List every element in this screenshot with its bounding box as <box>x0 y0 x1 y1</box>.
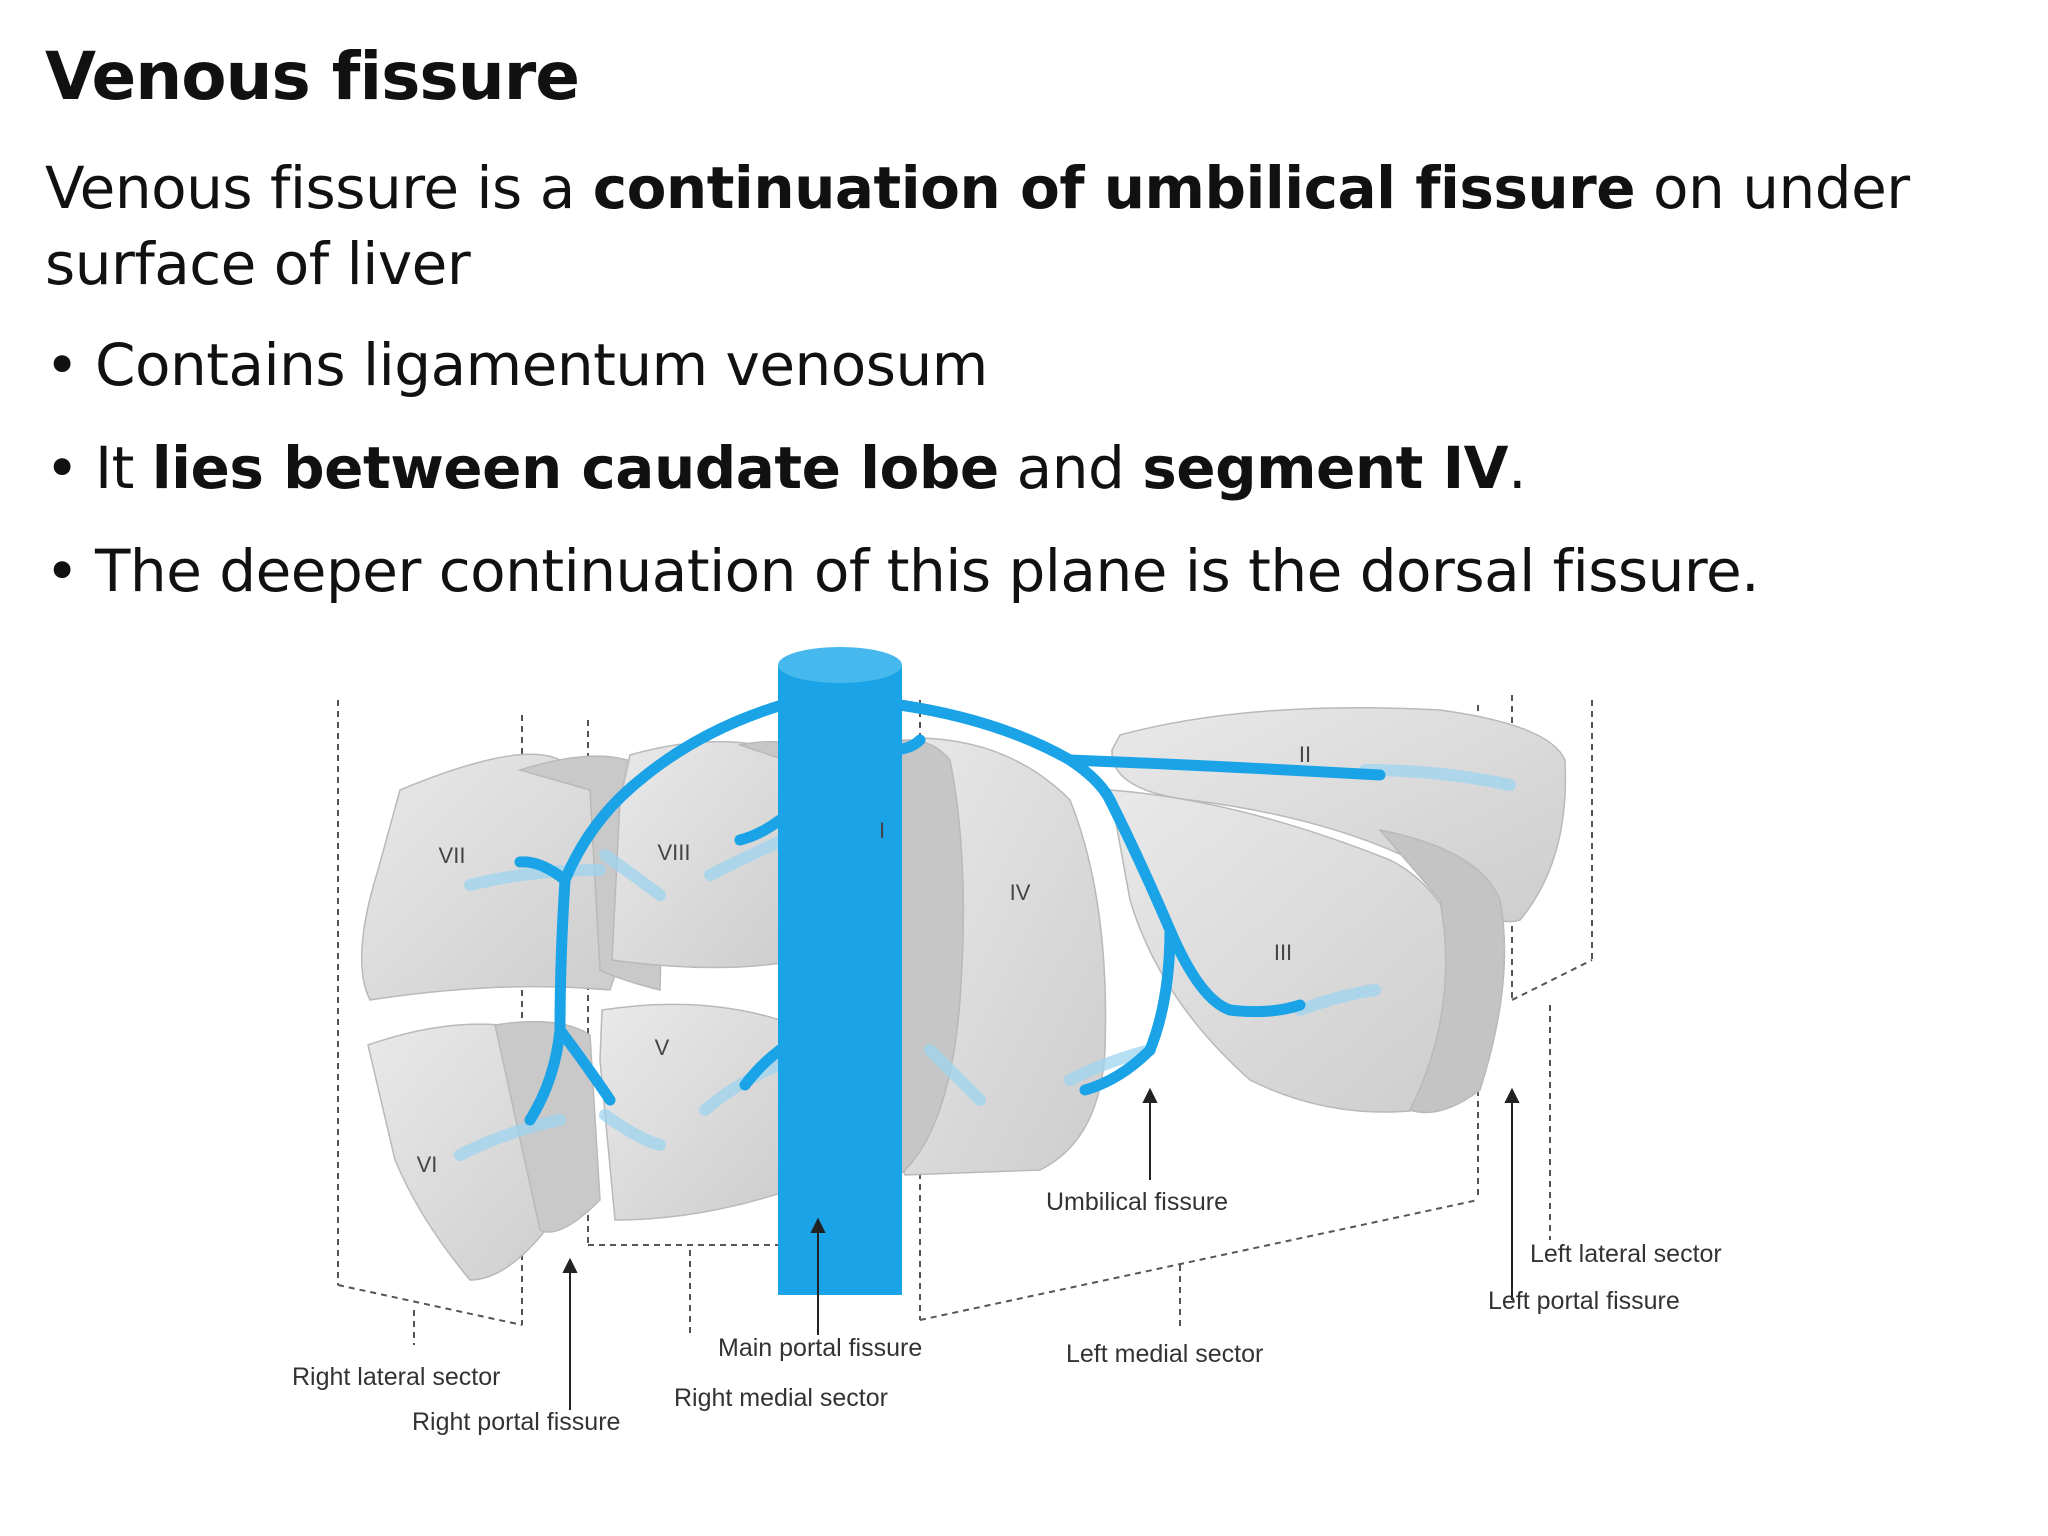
label-umbilical-fissure: Umbilical fissure <box>1046 1188 1228 1216</box>
bullet-marker: • <box>45 537 79 605</box>
bullet-item-dorsal: •The deeper continuation of this plane i… <box>45 533 1760 609</box>
bullet-marker: • <box>45 331 79 399</box>
label-main-portal-fissure: Main portal fissure <box>718 1334 922 1362</box>
intro-paragraph: Venous fissure is a continuation of umbi… <box>45 150 1910 302</box>
segment-label-vi: VI <box>417 1152 438 1177</box>
intro-text-1: Venous fissure is a <box>45 154 593 222</box>
slide-title: Venous fissure <box>45 38 580 115</box>
label-right-portal-fissure: Right portal fissure <box>412 1408 620 1436</box>
pointer-arrows <box>562 1087 1520 1410</box>
intro-bold-text: continuation of umbilical fissure <box>592 154 1636 222</box>
segment-iii-face <box>1378 828 1506 1114</box>
intro-text-2: on under <box>1635 154 1910 222</box>
segment-label-ii: II <box>1299 742 1311 767</box>
segment-label-iv: IV <box>1010 880 1031 905</box>
bullet-bold-segment: segment IV <box>1142 434 1509 502</box>
bullet-marker: • <box>45 434 79 502</box>
bullet-text: and <box>998 434 1143 502</box>
segment-label-viii: VIII <box>657 840 690 865</box>
label-left-lateral-sector: Left lateral sector <box>1530 1240 1722 1268</box>
label-right-lateral-sector: Right lateral sector <box>292 1363 500 1391</box>
bullet-text: It <box>95 434 152 502</box>
bullet-bold-caudate: lies between caudate lobe <box>151 434 999 502</box>
hepatic-veins <box>514 699 1386 1126</box>
label-left-portal-fissure: Left portal fissure <box>1488 1287 1680 1315</box>
label-left-medial-sector: Left medial sector <box>1066 1340 1263 1368</box>
label-right-medial-sector: Right medial sector <box>674 1384 888 1412</box>
bullet-item-location: •It lies between caudate lobe and segmen… <box>45 430 1526 506</box>
bullet-item-ligamentum: •Contains ligamentum venosum <box>45 327 988 403</box>
intro-text-3: surface of liver <box>45 230 471 298</box>
bullet-text: . <box>1508 434 1526 502</box>
segment-label-iii: III <box>1274 940 1292 965</box>
segment-label-vii: VII <box>439 843 466 868</box>
segment-label-v: V <box>655 1035 670 1060</box>
segment-v-block <box>599 1003 791 1221</box>
liver-segments <box>360 707 1567 1281</box>
segment-label-i: I <box>879 818 885 843</box>
bullet-text: The deeper continuation of this plane is… <box>95 537 1760 605</box>
bullet-text: Contains ligamentum venosum <box>95 331 988 399</box>
